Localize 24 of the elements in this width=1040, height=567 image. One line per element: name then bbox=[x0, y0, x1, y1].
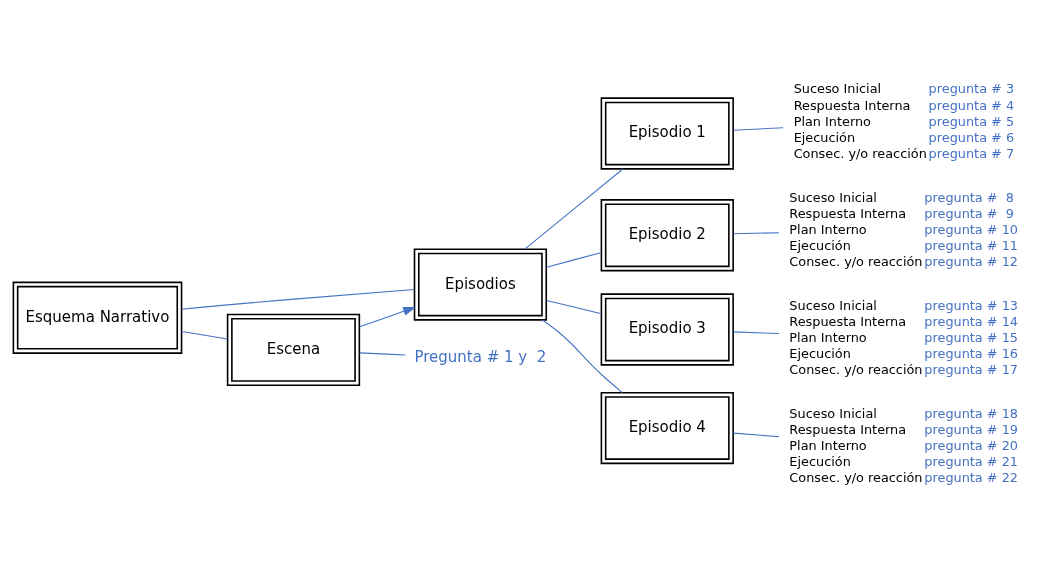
node-box: Episodio 4 bbox=[600, 391, 734, 464]
connector bbox=[181, 288, 415, 310]
node-box: Episodio 3 bbox=[600, 292, 734, 366]
connector bbox=[732, 432, 780, 437]
connector bbox=[181, 330, 228, 340]
node-text: Suceso Inicial pregunta # 8 Respuesta Interna pregunta # 9 Plan Interno pregunta # 10 Ejecución pregunta # 11 Consec. y/o reacción pregunta # 12 bbox=[789, 189, 1018, 269]
connector bbox=[732, 330, 780, 334]
node-box: Episodio 2 bbox=[600, 198, 734, 271]
node-text: Pregunta # 1 y 2 bbox=[414, 347, 547, 366]
connector bbox=[732, 231, 780, 234]
connector bbox=[541, 319, 623, 393]
node-box: Episodios bbox=[413, 247, 548, 321]
node-box: Escena bbox=[226, 313, 361, 386]
connector bbox=[359, 351, 406, 356]
node-text: Suceso Inicial pregunta # 3 Respuesta Interna pregunta # 4 Plan Interno pregunta # 5 Ejecución pregunta # 6 Consec. y/o reacción pregunta # 7 bbox=[793, 80, 1015, 161]
connector bbox=[732, 126, 784, 131]
connector bbox=[546, 251, 602, 268]
connector bbox=[546, 299, 602, 314]
arrow bbox=[359, 306, 416, 327]
node-box: Episodio 1 bbox=[600, 96, 734, 170]
connector bbox=[524, 167, 624, 250]
node-box: Esquema Narrativo bbox=[12, 281, 183, 354]
node-text: Suceso Inicial pregunta # 13 Respuesta Interna pregunta # 14 Plan Interno pregunta # 15 Ejecución pregunta # 16 Consec. y/o reacción pregunta # 17 bbox=[789, 297, 1018, 377]
node-text: Suceso Inicial pregunta # 18 Respuesta Interna pregunta # 19 Plan Interno pregunta # 20 Ejecución pregunta # 21 Consec. y/o reacción pregunta # 22 bbox=[789, 405, 1018, 485]
